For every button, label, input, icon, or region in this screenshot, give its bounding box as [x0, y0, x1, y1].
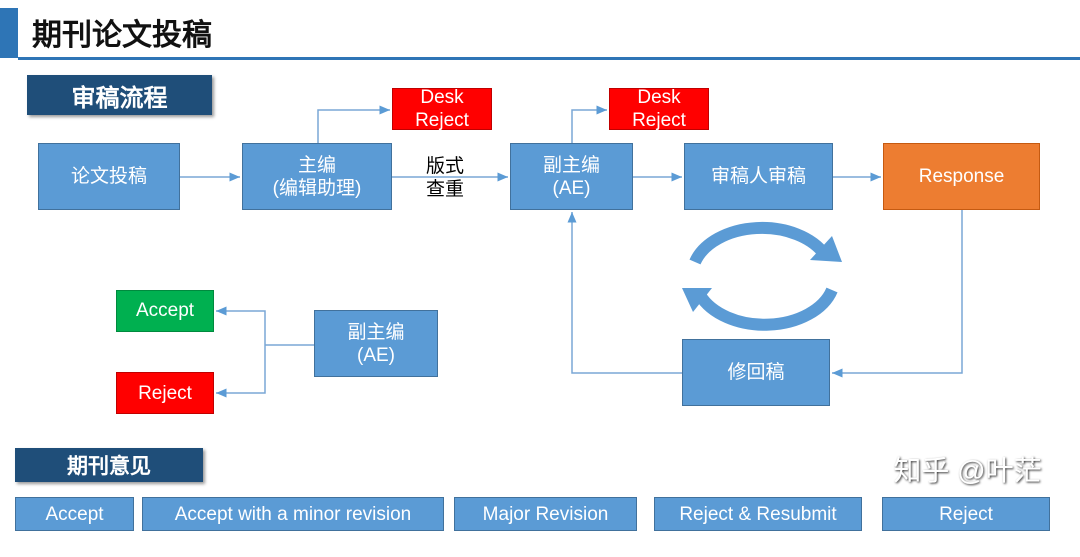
page-title: 期刊论文投稿 — [32, 19, 212, 52]
label: Reject — [632, 110, 686, 131]
label: Desk — [637, 87, 681, 108]
label: (编辑助理) — [272, 177, 362, 199]
opinion-accept: Accept — [15, 497, 134, 531]
cycle-arrows-icon — [689, 221, 838, 331]
title-accent-bar — [0, 8, 18, 58]
section-review-process: 审稿流程 — [27, 75, 212, 115]
opinion-minor-revision: Accept with a minor revision — [142, 497, 444, 531]
label: 主编 — [297, 154, 336, 176]
format-check-label: 版式查重 — [420, 153, 470, 203]
submit-box: 论文投稿 — [38, 143, 180, 210]
reviewer-box: 审稿人审稿 — [684, 143, 833, 210]
label: 版式 — [425, 156, 464, 177]
ae-box: 副主编(AE) — [510, 143, 633, 210]
label: Reject — [415, 110, 469, 131]
watermark: 知乎 @叶茫 — [893, 455, 1042, 486]
title-underline — [18, 57, 1080, 60]
label: (AE) — [552, 177, 591, 199]
opinion-reject: Reject — [882, 497, 1050, 531]
response-box: Response — [883, 143, 1040, 210]
revision-box: 修回稿 — [682, 339, 830, 406]
label: 查重 — [425, 179, 464, 200]
opinion-major-revision: Major Revision — [454, 497, 637, 531]
label: (AE) — [357, 344, 395, 366]
label: 副主编 — [542, 154, 600, 176]
ae-decision-box: 副主编(AE) — [314, 310, 438, 377]
label: 副主编 — [347, 321, 405, 343]
opinion-reject-resubmit: Reject & Resubmit — [654, 497, 862, 531]
section-journal-opinion: 期刊意见 — [15, 448, 203, 482]
label: Desk — [420, 87, 464, 108]
editor-box: 主编(编辑助理) — [242, 143, 392, 210]
accept-box: Accept — [116, 290, 214, 332]
reject-box: Reject — [116, 372, 214, 414]
